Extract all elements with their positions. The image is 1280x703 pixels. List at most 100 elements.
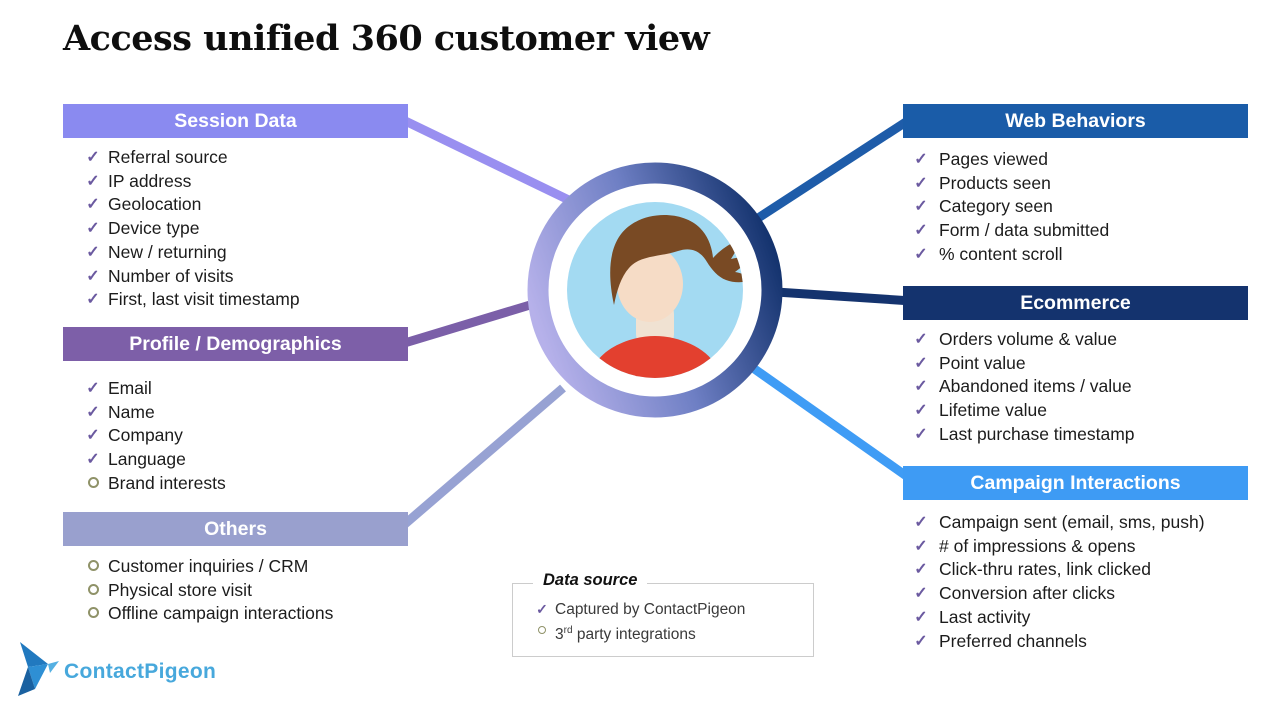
list-item-label: Pages viewed [939, 149, 1048, 169]
section-title: Ecommerce [1020, 291, 1131, 314]
ecommerce-list: ✓Orders volume & value ✓Point value ✓Aba… [903, 328, 1135, 447]
section-title: Campaign Interactions [970, 471, 1181, 494]
circle-icon [529, 620, 555, 641]
customer-avatar [527, 162, 783, 418]
check-icon: ✓ [86, 451, 100, 469]
list-item: ✓ Orders volume & value [903, 328, 1135, 352]
list-item-label: Orders volume & value [939, 329, 1117, 349]
list-item: ✓ Abandoned items / value [903, 375, 1135, 399]
list-item: ✓ Products seen [903, 172, 1109, 196]
connector-profile-demographics [396, 297, 542, 350]
list-item-label: Geolocation [108, 194, 202, 215]
list-item-label: # of impressions & opens [939, 535, 1136, 556]
list-item: ✓ Geolocation [78, 193, 300, 217]
check-icon: ✓ [914, 331, 928, 348]
check-icon: ✓ [536, 601, 548, 617]
check-icon: ✓ [914, 378, 928, 396]
check-icon: ✓ [914, 514, 928, 531]
list-item: ✓Category seen [903, 195, 1109, 219]
list-item-label: Device type [108, 218, 200, 239]
check-icon: ✓ [86, 172, 100, 190]
circle-icon [78, 555, 108, 579]
list-item-label: Email [108, 378, 152, 398]
list-item: ✓Email [78, 377, 226, 401]
connector-campaign-interactions [743, 359, 915, 484]
check-icon: ✓ [914, 174, 928, 192]
contactpigeon-logo: ContactPigeon [12, 638, 252, 700]
list-item: ✓Lifetime value [903, 399, 1135, 423]
list-item-label: Lifetime value [939, 400, 1047, 421]
page-title: Access unified 360 customer view [63, 18, 710, 59]
check-icon: ✓ [914, 608, 928, 626]
section-header-others: Others [63, 512, 408, 546]
list-item: ✓ # of impressions & opens [903, 535, 1205, 559]
list-item: ✓Last purchase timestamp [903, 423, 1135, 447]
circle-icon [78, 579, 108, 603]
list-item-label: Captured by ContactPigeon [555, 601, 746, 618]
session-data-list: ✓ Referral source ✓IP address ✓ Geolocatio… [78, 146, 300, 312]
connector-session-data [393, 111, 577, 208]
list-item-label: Abandoned items / value [939, 376, 1132, 397]
list-item-label: Products seen [939, 172, 1051, 193]
list-item-label: Conversion after clicks [939, 583, 1116, 604]
check-icon: ✓ [86, 196, 100, 214]
others-list: Customer inquiries / CRM Physical store … [78, 555, 333, 626]
list-item: ✓ Preferred channels [903, 630, 1205, 654]
list-item-label: Language [108, 449, 186, 470]
data-source-panel: Data source ✓ Captured by ContactPigeon … [512, 571, 814, 657]
list-item-label: First, last visit timestamp [108, 289, 300, 310]
list-item-label: 3rd party integrations [555, 625, 696, 644]
avatar-shirt [580, 336, 730, 378]
check-icon: ✓ [86, 291, 100, 309]
list-item-label: Form / data submitted [939, 220, 1110, 241]
list-item: ✓ Click-thru rates, link clicked [903, 558, 1205, 582]
data-source-title: Data source [533, 571, 648, 590]
list-item-label: Last purchase timestamp [939, 423, 1135, 444]
check-icon: ✓ [914, 245, 928, 263]
check-icon: ✓ [914, 585, 928, 603]
check-icon: ✓ [86, 220, 100, 238]
list-item: ✓% content scroll [903, 243, 1109, 267]
check-icon: ✓ [914, 537, 928, 555]
list-item-label: Physical store visit [108, 579, 252, 600]
list-item-label: New / returning [108, 241, 227, 262]
list-item-label: Campaign sent (email, sms, push) [939, 512, 1205, 532]
list-item-label: Number of visits [108, 265, 234, 286]
list-item: ✓ Captured by ContactPigeon [529, 599, 813, 620]
list-item-label: Company [108, 425, 183, 446]
list-item-label: Customer inquiries / CRM [108, 556, 309, 576]
list-item-label: Click-thru rates, link clicked [939, 559, 1151, 580]
list-item: ✓ Device type [78, 217, 300, 241]
list-item-label: Last activity [939, 606, 1031, 627]
list-item: ✓ Language [78, 448, 226, 472]
check-icon: ✓ [86, 149, 100, 166]
list-item: ✓IP address [78, 170, 300, 194]
check-icon: ✓ [86, 267, 100, 285]
list-item: 3rd party integrations [529, 620, 813, 645]
check-icon: ✓ [914, 561, 928, 579]
list-item: ✓ Number of visits [78, 265, 300, 289]
check-icon: ✓ [86, 243, 100, 261]
section-title: Session Data [174, 109, 297, 132]
web-behaviors-list: ✓Pages viewed ✓Products seen ✓Category s… [903, 148, 1109, 267]
list-item: ✓ Campaign sent (email, sms, push) [903, 511, 1205, 535]
section-header-ecommerce: Ecommerce [903, 286, 1248, 320]
check-icon: ✓ [914, 632, 928, 650]
list-item: ✓ New / returning [78, 241, 300, 265]
list-item: ✓Name [78, 401, 226, 425]
section-title: Profile / Demographics [129, 332, 342, 355]
list-item-label: Referral source [108, 147, 228, 167]
list-item-label: Name [108, 401, 155, 422]
section-header-profile-demographics: Profile / Demographics [63, 327, 408, 361]
list-item-label: Preferred channels [939, 630, 1087, 651]
list-item: ✓Pages viewed [903, 148, 1109, 172]
list-item: ✓ Last activity [903, 606, 1205, 630]
check-icon: ✓ [914, 198, 928, 216]
check-icon: ✓ [914, 354, 928, 372]
list-item: ✓Form / data submitted [903, 219, 1109, 243]
check-icon: ✓ [86, 427, 100, 445]
section-title: Others [204, 517, 267, 540]
list-item: ✓ Referral source [78, 146, 300, 170]
